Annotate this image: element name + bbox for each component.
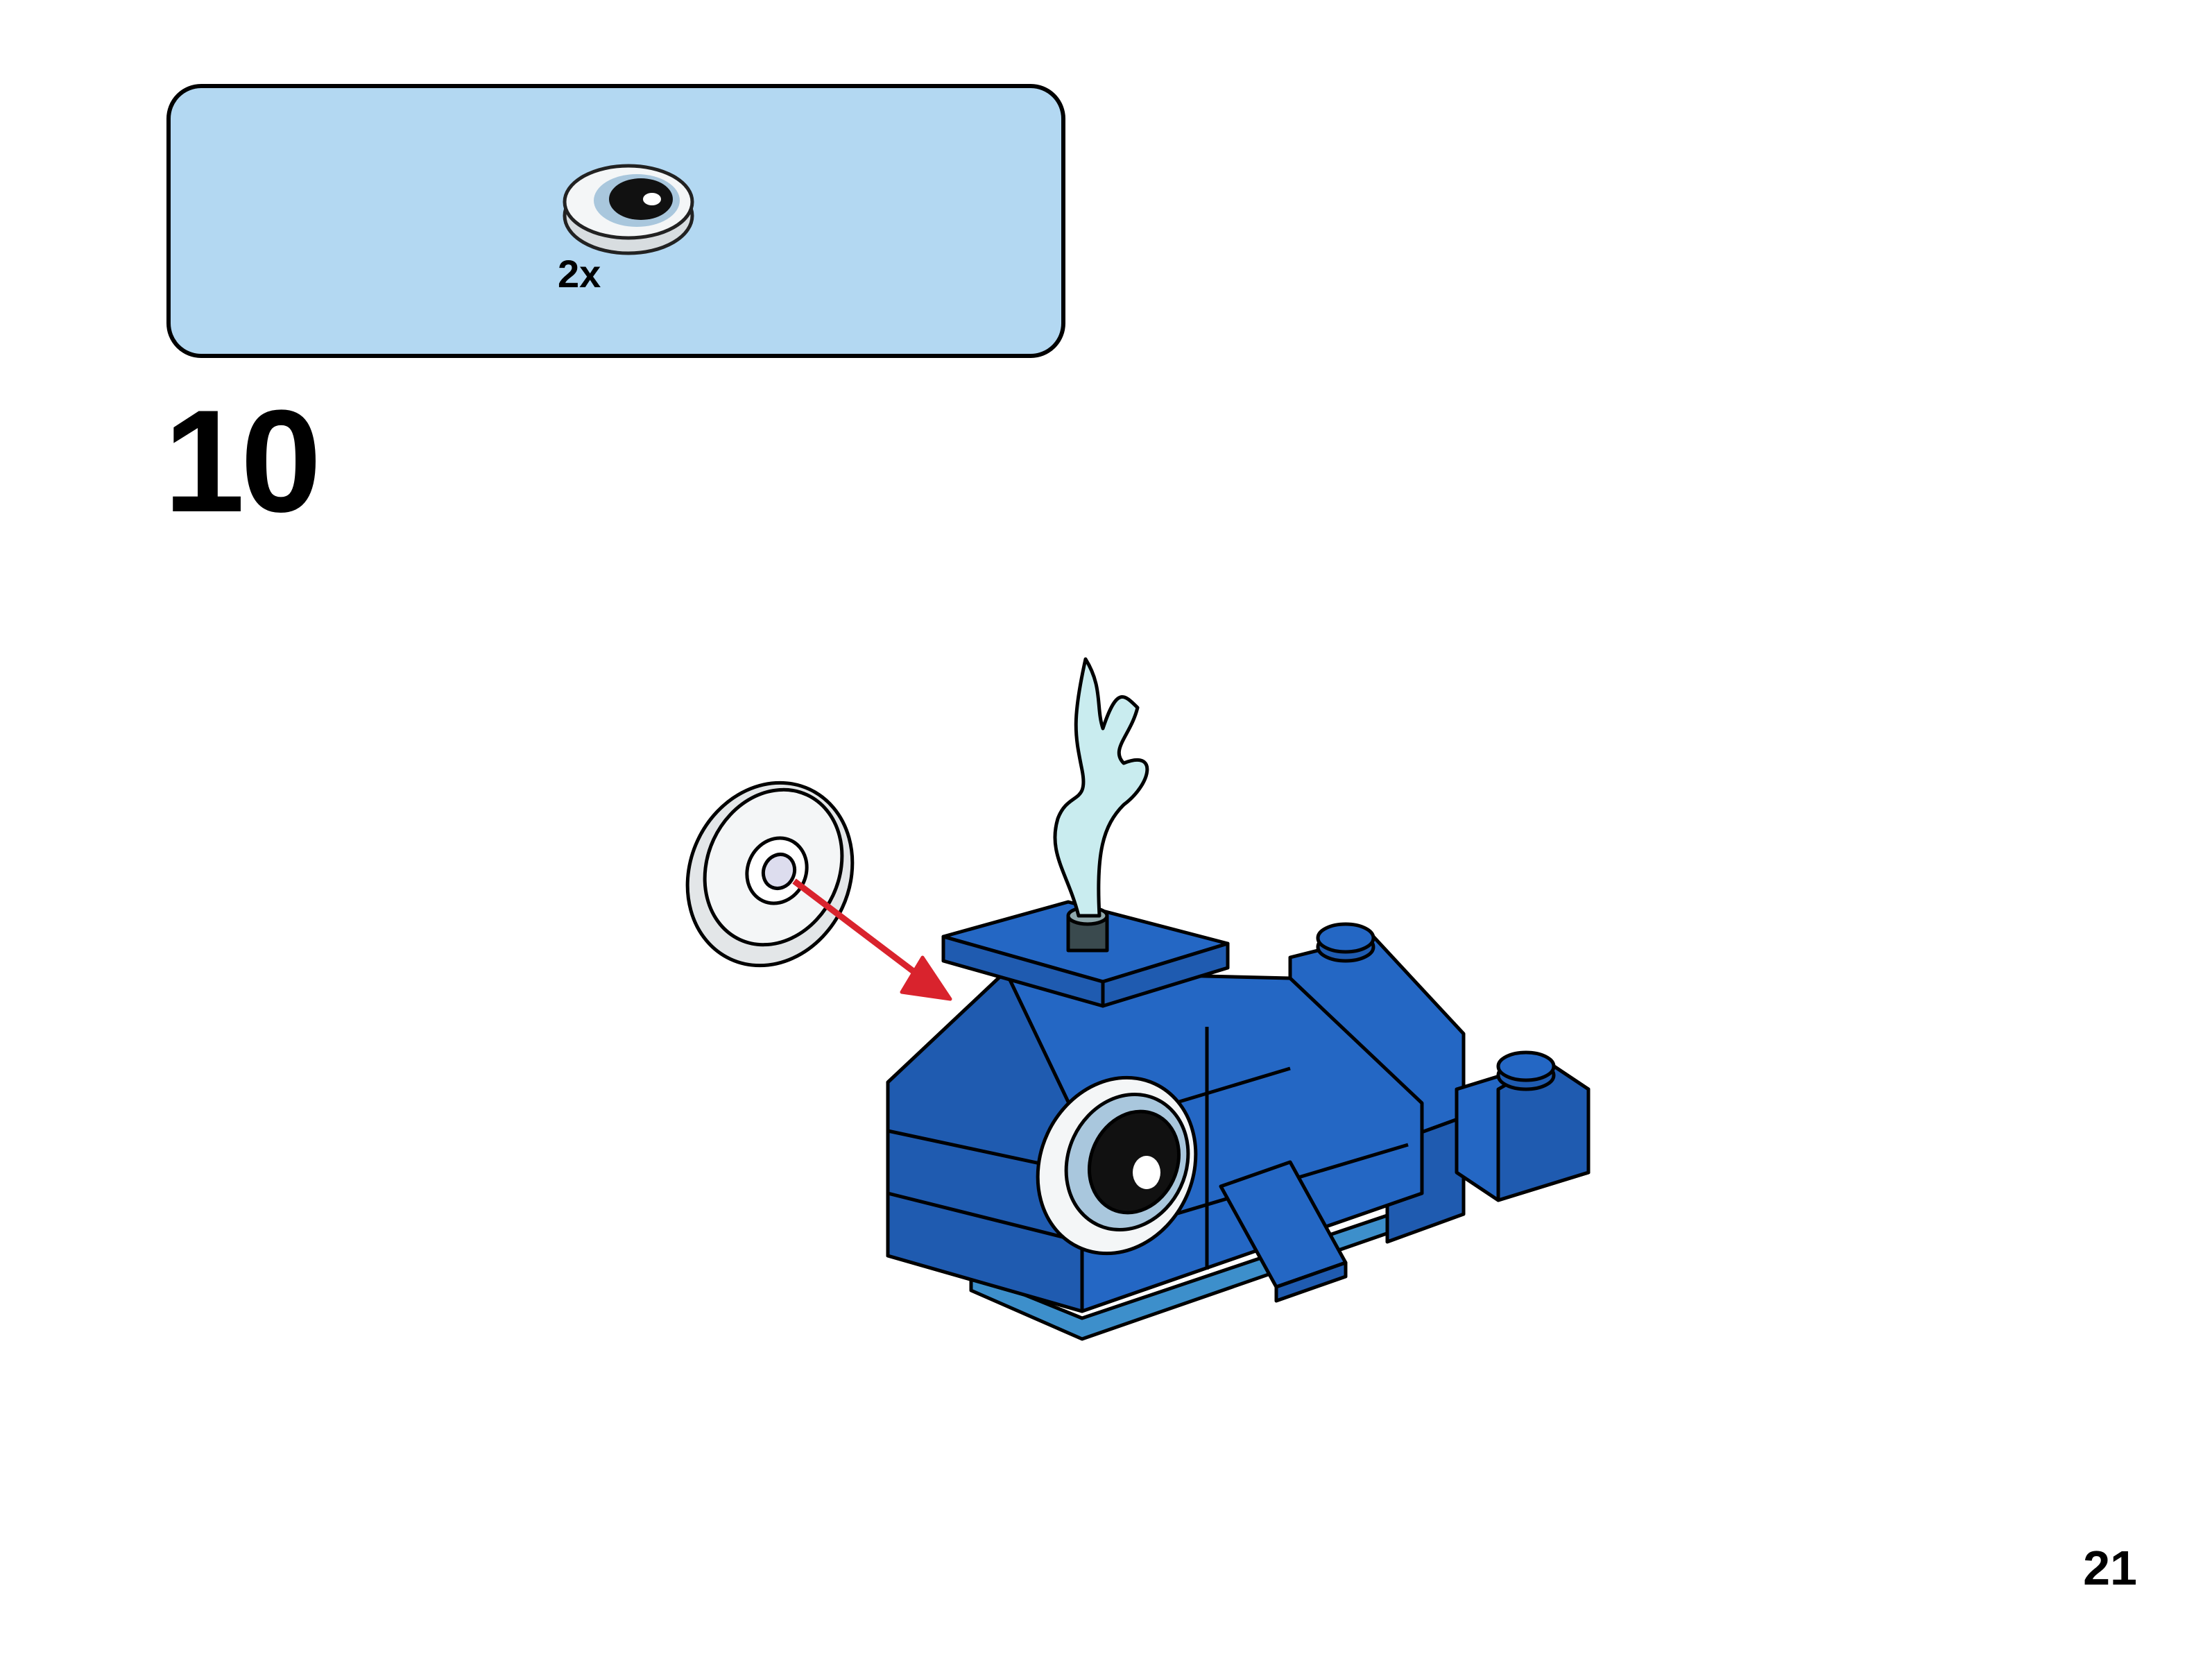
part-quantity: 2x [558,252,601,296]
top-plate-side-right [1101,941,1230,1008]
placement-arrow [792,878,925,981]
parts-callout: 2x [166,84,1065,358]
whale-fin-side [1274,1261,1348,1303]
page-number: 21 [2083,1541,2137,1595]
loose-eye-tile [685,780,855,968]
tail-stud-2-top [1496,1050,1556,1082]
water-spout-icon [1053,657,1149,918]
round-eye-tile-icon [563,164,694,255]
placement-arrow-head [900,955,952,1001]
step-number: 10 [164,379,322,543]
tail-stud-1-top [1316,922,1375,954]
tail-end-brick-side [1496,1059,1591,1202]
whale-model-illustration [685,657,1591,1341]
